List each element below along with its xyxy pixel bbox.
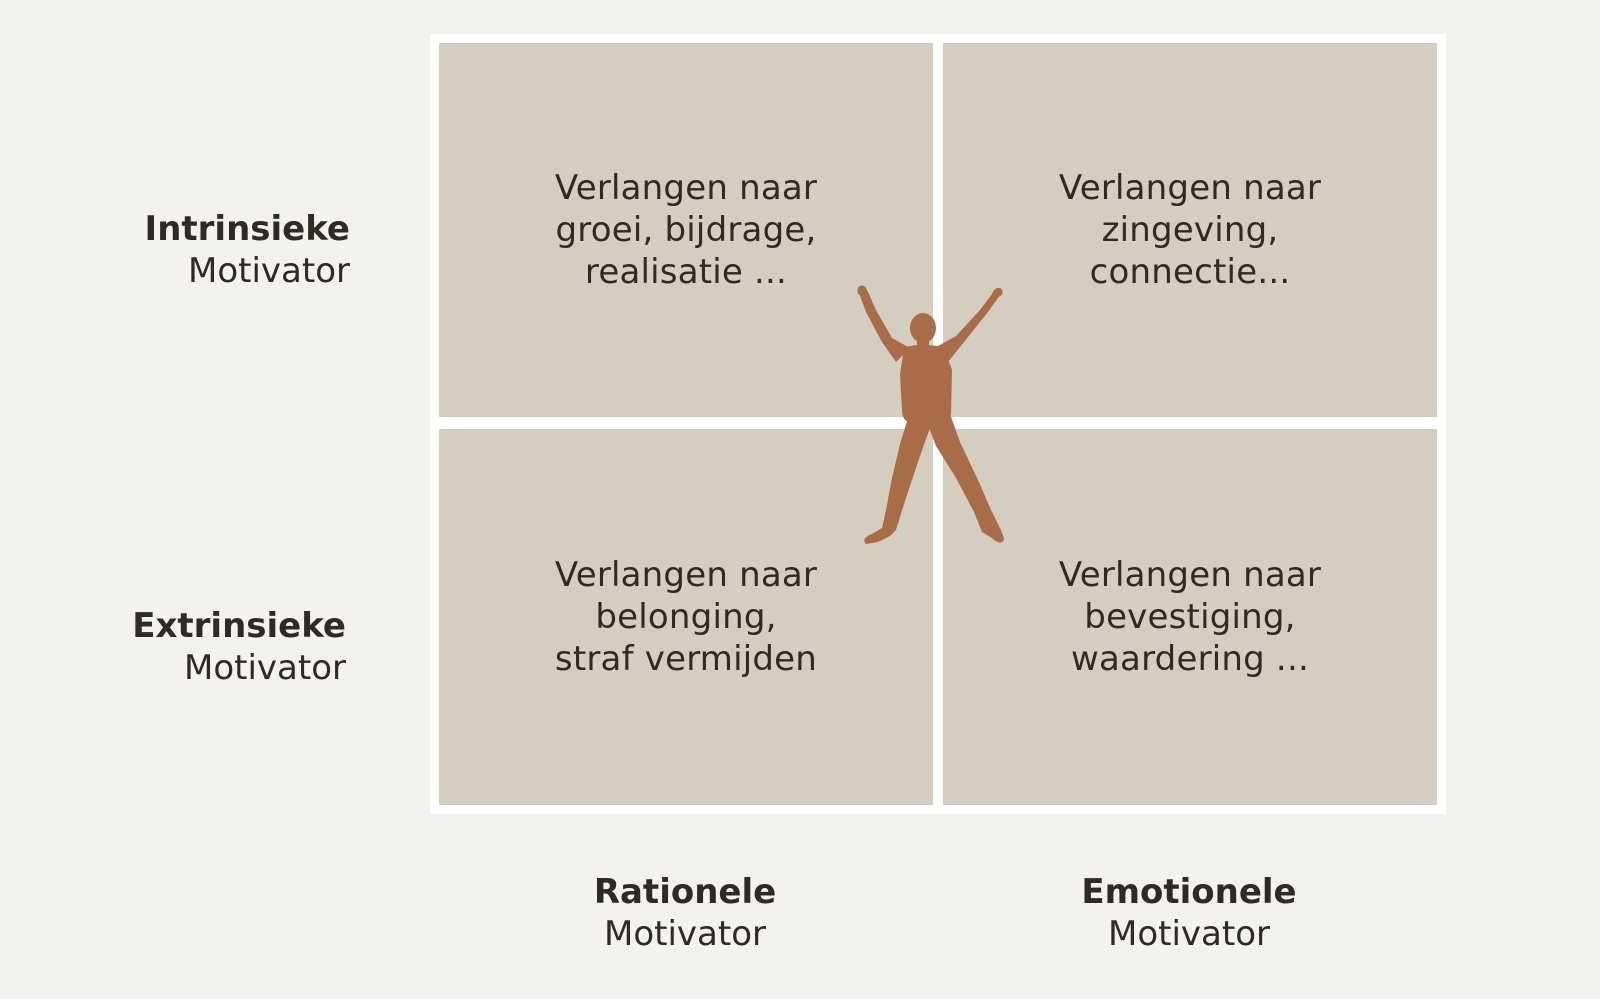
- quadrant-intrinsic-rational: Verlangen naar groei, bijdrage, realisat…: [439, 43, 933, 417]
- column-label-rational-subtitle: Motivator: [604, 914, 766, 954]
- row-label-extrinsic-subtitle: Motivator: [184, 648, 346, 688]
- column-label-emotional-title: Emotionele: [1081, 872, 1297, 912]
- quadrant-text: Verlangen naar belonging, straf vermijde…: [555, 554, 817, 680]
- column-label-emotional: Emotionele Motivator: [989, 871, 1389, 955]
- person-jumping-arms-raised-icon: [857, 285, 1004, 544]
- row-label-extrinsic: Extrinsieke Motivator: [26, 605, 346, 689]
- quadrant-line: Verlangen naar: [1058, 168, 1322, 208]
- quadrant-line: groei, bijdrage,: [555, 210, 817, 250]
- quadrant-line: zingeving,: [1101, 210, 1279, 250]
- quadrant-line: bevestiging,: [1084, 597, 1296, 637]
- row-label-intrinsic: Intrinsieke Motivator: [30, 208, 350, 292]
- quadrant-line: realisatie ...: [584, 252, 788, 292]
- quadrant-text: Verlangen naar groei, bijdrage, realisat…: [555, 167, 817, 293]
- column-label-emotional-subtitle: Motivator: [1108, 914, 1270, 954]
- motivation-matrix: Verlangen naar groei, bijdrage, realisat…: [430, 34, 1446, 814]
- row-label-extrinsic-title: Extrinsieke: [132, 606, 346, 646]
- quadrant-line: waardering ...: [1071, 639, 1309, 679]
- quadrant-line: Verlangen naar: [1058, 555, 1322, 595]
- quadrant-line: Verlangen naar: [554, 168, 818, 208]
- row-label-intrinsic-subtitle: Motivator: [188, 251, 350, 291]
- quadrant-line: straf vermijden: [554, 639, 818, 679]
- column-label-rational-title: Rationele: [593, 872, 777, 912]
- quadrant-text: Verlangen naar zingeving, connectie...: [1059, 167, 1321, 293]
- quadrant-intrinsic-emotional: Verlangen naar zingeving, connectie...: [943, 43, 1437, 417]
- quadrant-extrinsic-emotional: Verlangen naar bevestiging, waardering .…: [943, 429, 1437, 805]
- row-label-intrinsic-title: Intrinsieke: [144, 209, 350, 249]
- quadrant-text: Verlangen naar bevestiging, waardering .…: [1059, 554, 1321, 680]
- quadrant-extrinsic-rational: Verlangen naar belonging, straf vermijde…: [439, 429, 933, 805]
- column-label-rational: Rationele Motivator: [485, 871, 885, 955]
- quadrant-line: Verlangen naar: [554, 555, 818, 595]
- quadrant-line: belonging,: [595, 597, 777, 637]
- quadrant-line: connectie...: [1089, 252, 1291, 292]
